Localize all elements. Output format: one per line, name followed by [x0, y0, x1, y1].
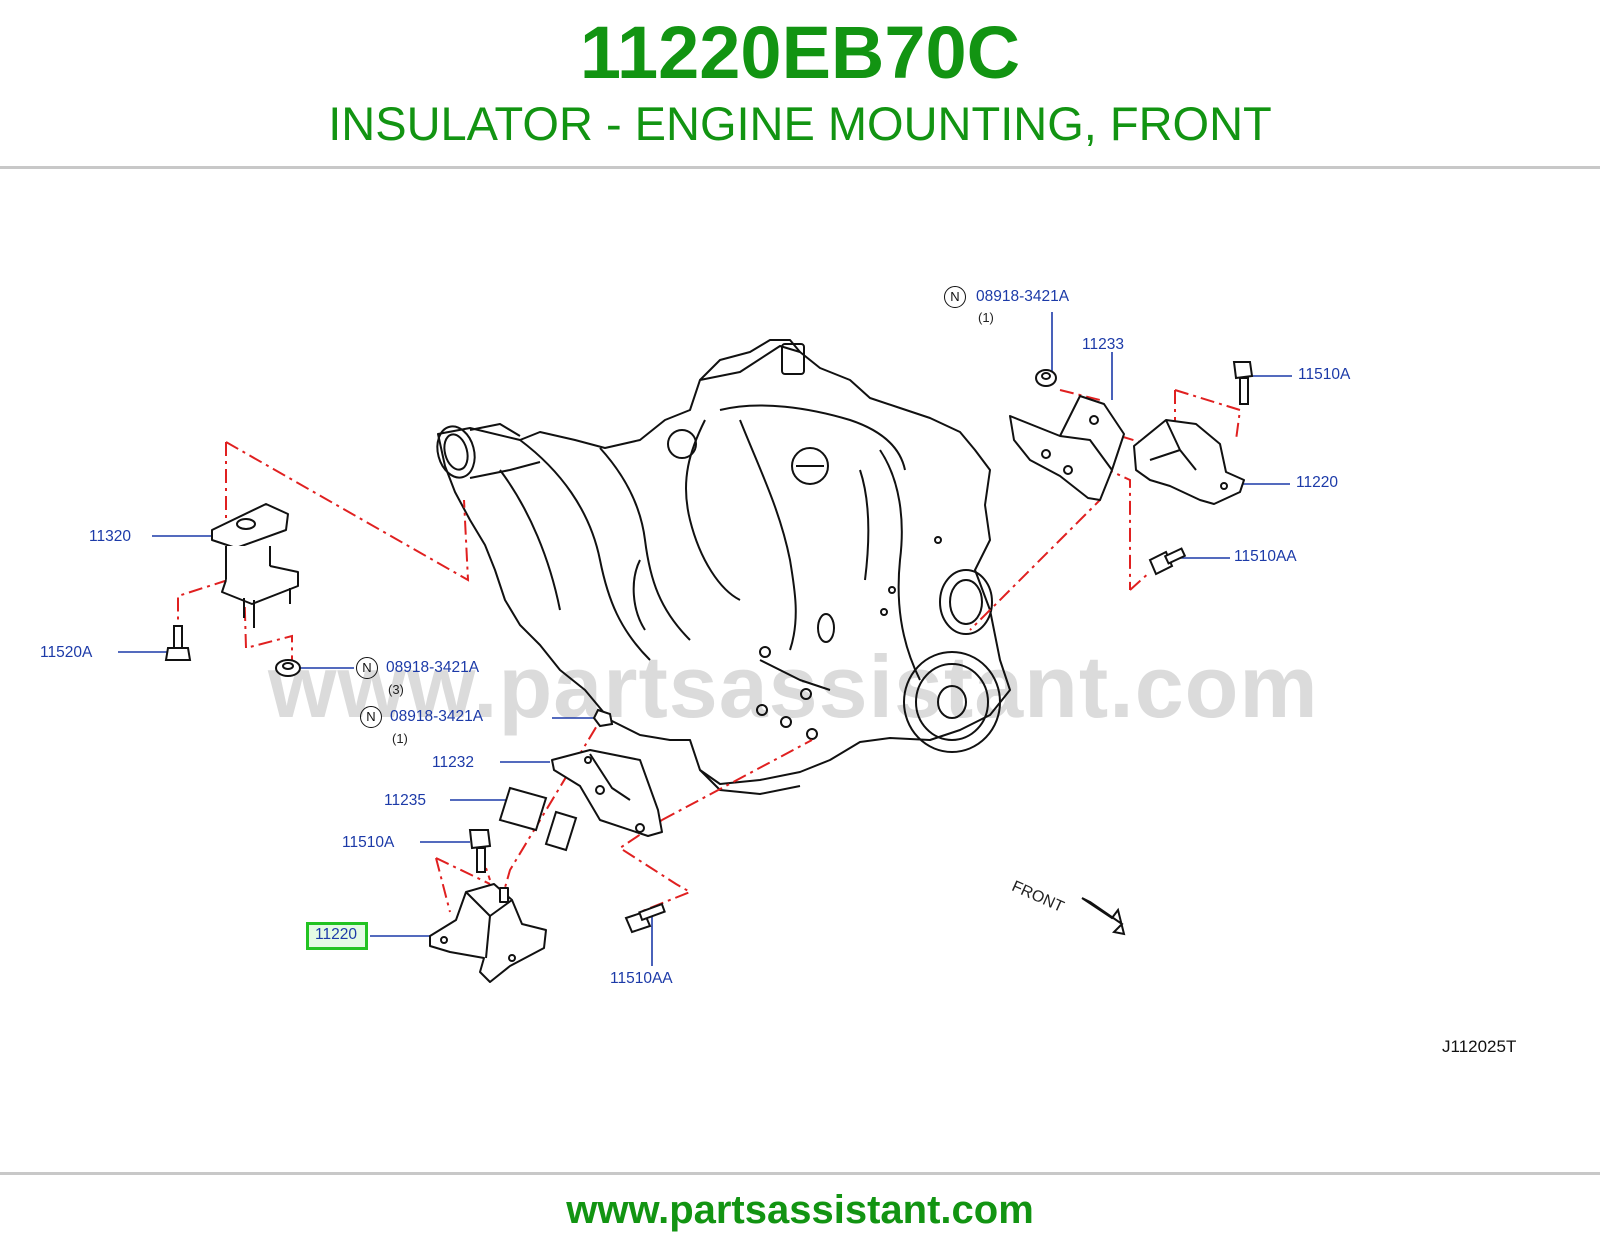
shim-11235-drawing — [498, 786, 578, 852]
mount-11320-drawing — [211, 503, 299, 628]
callout-11233[interactable]: 11233 — [1082, 336, 1124, 353]
insulator-11220-drawing — [429, 883, 547, 983]
n-symbol-icon: N — [944, 286, 966, 308]
bolt-11510a-left-drawing — [468, 829, 492, 873]
part-description: INSULATOR - ENGINE MOUNTING, FRONT — [328, 97, 1272, 150]
callout-11510aa-bottom[interactable]: 11510AA — [610, 970, 673, 987]
quantity-label: (1) — [392, 731, 408, 746]
footer-website-link[interactable]: www.partsassistant.com — [566, 1188, 1034, 1232]
callout-11320[interactable]: 11320 — [89, 528, 131, 545]
quantity-label: (1) — [978, 310, 994, 325]
callout-08918-3421a-right[interactable]: 08918-3421A — [976, 288, 1070, 305]
front-direction-arrow — [1081, 897, 1126, 936]
watermark: www.partsassistant.com — [268, 637, 1319, 736]
callout-11220-right[interactable]: 11220 — [1296, 474, 1338, 491]
highlighted-part-box[interactable] — [306, 922, 368, 950]
leader-lines — [118, 312, 1292, 966]
bolt-11520a-drawing — [164, 625, 192, 661]
engine-block-drawing — [436, 339, 1011, 795]
callout-11510aa-right[interactable]: 11510AA — [1234, 548, 1297, 565]
header: 11220EB70C INSULATOR - ENGINE MOUNTING, … — [0, 0, 1600, 168]
n-symbol-icon: N — [356, 657, 378, 679]
footer-divider — [0, 1172, 1600, 1175]
bracket-11233-drawing — [1009, 395, 1125, 501]
bracket-11232-drawing — [551, 749, 663, 837]
header-divider — [0, 166, 1600, 169]
nut-right-drawing — [1035, 369, 1057, 387]
n-symbol-icon: N — [360, 706, 382, 728]
bolt-11510aa-bottom-drawing — [624, 902, 666, 934]
drawing-code: J112025T — [1442, 1037, 1517, 1056]
nut-center-drawing — [592, 708, 614, 728]
callout-11510a-left[interactable]: 11510A — [342, 834, 395, 851]
insulator-11220-right-drawing — [1133, 419, 1245, 505]
bolt-11510aa-right-drawing — [1148, 547, 1187, 576]
part-number-title: 11220EB70C — [579, 11, 1021, 94]
callout-08918-3421a-center[interactable]: 08918-3421A — [390, 708, 484, 725]
bolt-11510a-right-drawing — [1232, 361, 1254, 405]
callout-11510a-right[interactable]: 11510A — [1298, 366, 1351, 383]
callout-11235[interactable]: 11235 — [384, 792, 426, 809]
callout-11520a[interactable]: 11520A — [40, 644, 93, 661]
quantity-label: (3) — [388, 682, 404, 697]
nut-left-drawing — [275, 659, 301, 677]
callout-11220-highlighted[interactable]: 11220 — [315, 926, 357, 943]
callout-11232[interactable]: 11232 — [432, 754, 474, 771]
callout-08918-3421a-qty3[interactable]: 08918-3421A — [386, 659, 480, 676]
